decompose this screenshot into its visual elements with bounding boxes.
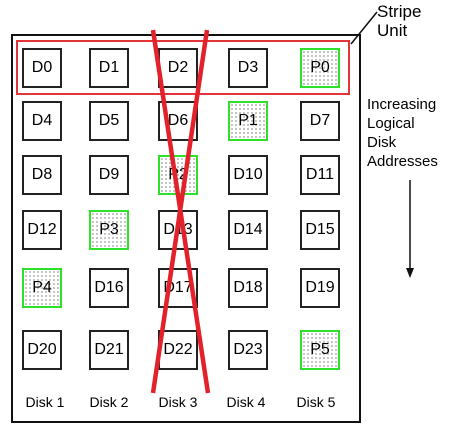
data-block: D16 [89, 268, 129, 308]
data-block: D21 [89, 330, 129, 370]
data-block: D11 [300, 155, 340, 195]
parity-block: P2 [158, 155, 198, 195]
data-block: D4 [22, 101, 62, 141]
stripe-unit-label: Stripe Unit [377, 2, 421, 40]
parity-block: P5 [300, 330, 340, 370]
address-label-line-1: Increasing [367, 96, 437, 113]
stripe-unit-label-line-1: Stripe [377, 2, 422, 21]
data-block: D12 [22, 210, 62, 250]
stripe-unit-label-line-2: Unit [377, 21, 408, 40]
data-block: D19 [300, 268, 340, 308]
data-block: D18 [228, 268, 268, 308]
address-direction-label: Increasing Logical Disk Addresses [367, 95, 438, 171]
disk-label: Disk 1 [25, 394, 65, 410]
address-label-line-4: Addresses [367, 153, 438, 170]
data-block: D20 [22, 330, 62, 370]
data-block: D3 [228, 48, 268, 88]
data-block: D13 [158, 210, 198, 250]
stripe-unit-pointer [350, 11, 378, 45]
data-block: D15 [300, 210, 340, 250]
data-block: D22 [158, 330, 198, 370]
data-block: D1 [89, 48, 129, 88]
data-block: D10 [228, 155, 268, 195]
address-label-line-2: Logical [367, 115, 415, 132]
parity-block: P3 [89, 210, 129, 250]
address-label-line-3: Disk [367, 134, 397, 151]
down-arrow-icon [406, 180, 414, 278]
disk-label: Disk 4 [226, 394, 266, 410]
parity-block: P1 [228, 101, 268, 141]
data-block: D2 [158, 48, 198, 88]
disk-label: Disk 2 [89, 394, 129, 410]
data-block: D8 [22, 155, 62, 195]
data-block: D17 [158, 268, 198, 308]
data-block: D7 [300, 101, 340, 141]
data-block: D6 [158, 101, 198, 141]
parity-block: P4 [22, 268, 62, 308]
data-block: D23 [228, 330, 268, 370]
data-block: D14 [228, 210, 268, 250]
parity-block: P0 [300, 48, 340, 88]
data-block: D0 [22, 48, 62, 88]
disk-label: Disk 5 [296, 394, 336, 410]
data-block: D5 [89, 101, 129, 141]
data-block: D9 [89, 155, 129, 195]
disk-label: Disk 3 [158, 394, 198, 410]
